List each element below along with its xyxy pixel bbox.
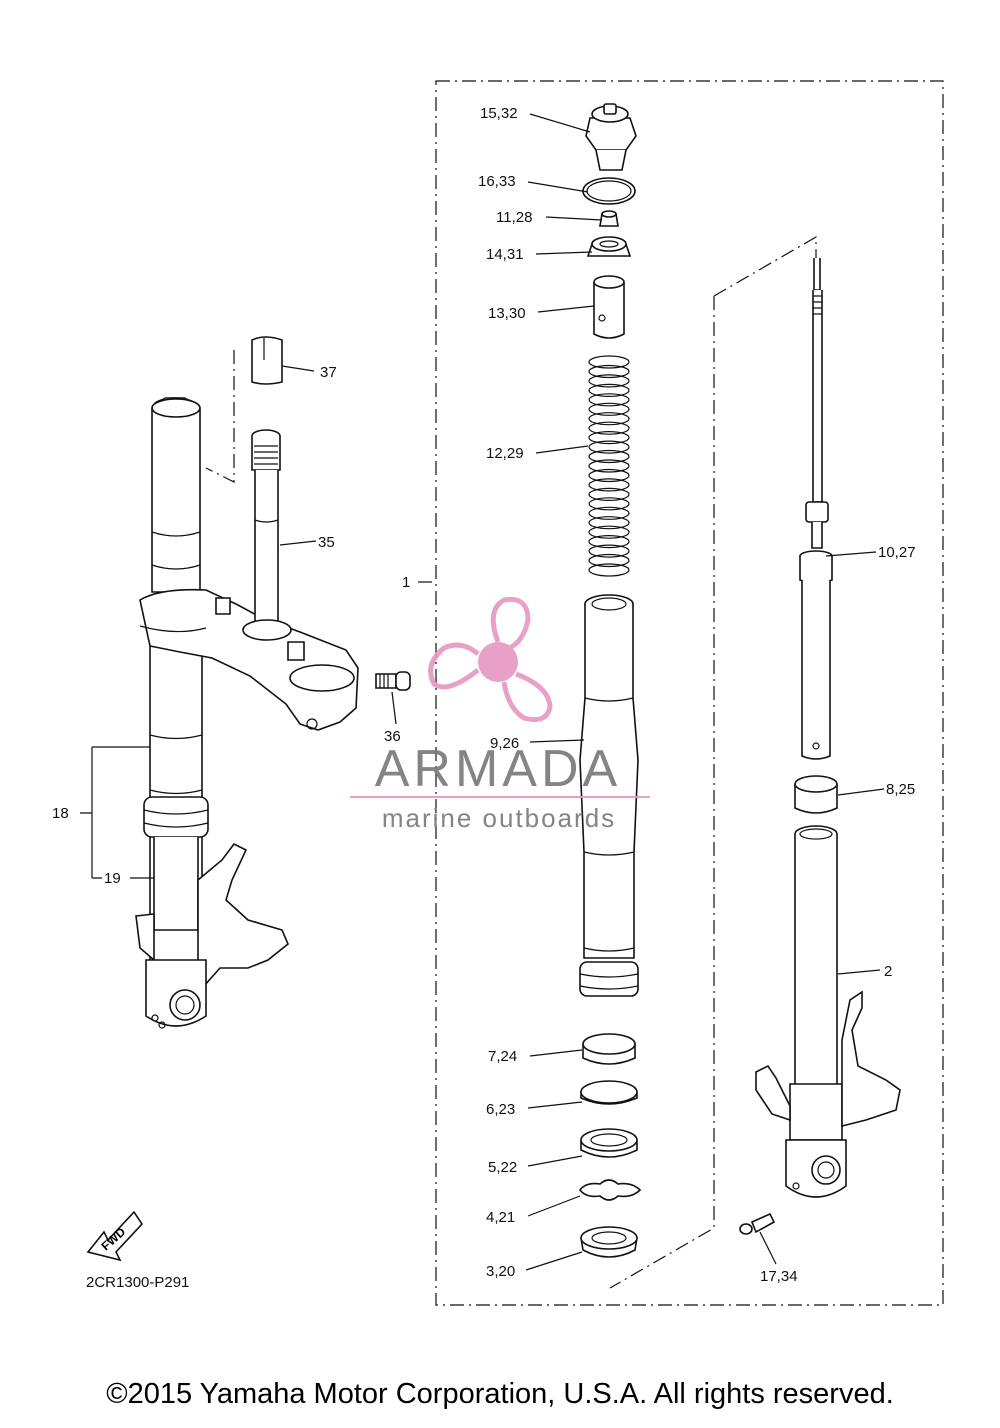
spring-coil <box>588 412 630 426</box>
dust-seal-3 <box>580 1226 638 1258</box>
bushing-7 <box>582 1033 636 1065</box>
spring-coil <box>588 506 630 520</box>
watermark-brand: ARMADA <box>375 740 621 798</box>
callout-18: 18 <box>52 805 69 822</box>
propeller-logo-icon <box>428 596 553 722</box>
callout-4-21: 4,21 <box>486 1209 515 1226</box>
callout-35: 35 <box>318 534 335 551</box>
bolt-17 <box>739 1212 776 1235</box>
cap-part-37 <box>251 336 283 385</box>
nut-11 <box>599 210 619 227</box>
spring-coil <box>588 393 630 407</box>
fwd-arrow: FWD <box>86 1210 144 1262</box>
fork-spring-12 <box>588 355 630 577</box>
armada-watermark: ARMADA marine outboards <box>350 596 650 833</box>
spring-coil <box>588 468 630 483</box>
spring-coil <box>588 553 630 568</box>
bolt-part-36 <box>375 671 411 691</box>
steering-stem <box>242 429 292 641</box>
o-ring-16-inner <box>586 180 632 202</box>
callout-37: 37 <box>320 364 337 381</box>
callout-13-30: 13,30 <box>488 305 526 322</box>
spring-coil <box>588 487 630 501</box>
spring-coil <box>588 478 630 492</box>
washer-14 <box>586 236 632 257</box>
spring-coil <box>588 497 630 511</box>
callout-6-23: 6,23 <box>486 1101 515 1118</box>
spring-coil <box>588 459 630 473</box>
inner-tube-9 <box>579 594 639 997</box>
callout-17-34: 17,34 <box>760 1268 798 1285</box>
callout-8-25: 8,25 <box>886 781 915 798</box>
leader-lines <box>80 113 885 1271</box>
callout-10-27: 10,27 <box>878 544 916 561</box>
callout-7-24: 7,24 <box>488 1048 517 1065</box>
spring-coil <box>588 421 630 435</box>
outer-tube-2 <box>755 825 901 1198</box>
callout-labels: 15,32 16,33 11,28 14,31 13,30 12,29 9,26… <box>52 105 916 1285</box>
callout-15-32: 15,32 <box>480 105 518 122</box>
spring-coil <box>588 383 630 397</box>
callout-1: 1 <box>402 574 410 591</box>
slide-bushing-8 <box>794 775 838 814</box>
cap-link-line <box>205 350 235 483</box>
assembly-boundary <box>435 80 944 1306</box>
callout-12-29: 12,29 <box>486 445 524 462</box>
cap-bolt-15 <box>585 103 637 171</box>
spring-coil <box>588 534 630 549</box>
spring-coil <box>588 440 630 454</box>
callout-3-20: 3,20 <box>486 1263 515 1280</box>
damper-rod-10 <box>799 258 833 760</box>
spring-coil <box>588 364 630 379</box>
spring-coil <box>588 449 630 464</box>
callout-11-28: 11,28 <box>496 209 532 226</box>
diagram-code: 2CR1300-P291 <box>86 1274 189 1291</box>
under-bracket <box>139 588 359 731</box>
callout-2: 2 <box>884 963 892 980</box>
spring-coil <box>588 525 630 539</box>
oil-seal-5 <box>580 1128 638 1158</box>
callout-9-26: 9,26 <box>490 735 519 752</box>
spring-coil <box>588 374 630 388</box>
clip-4 <box>578 1179 642 1201</box>
spring-coil <box>588 431 630 445</box>
spring-coil <box>588 563 630 577</box>
watermark-rule <box>350 796 650 798</box>
assembled-fork-leg <box>135 397 289 1029</box>
callout-19: 19 <box>104 870 121 887</box>
callout-5-22: 5,22 <box>488 1159 517 1176</box>
spacer-13 <box>593 275 625 339</box>
callout-14-31: 14,31 <box>486 246 524 263</box>
spring-coil <box>588 402 630 416</box>
spring-coil <box>588 355 630 369</box>
washer-6 <box>580 1080 638 1105</box>
copyright-footer: ©2015 Yamaha Motor Corporation, U.S.A. A… <box>106 1378 894 1410</box>
rod-link-line <box>713 235 817 297</box>
o-ring-16 <box>582 177 636 205</box>
callout-36: 36 <box>384 728 401 745</box>
watermark-tagline: marine outboards <box>382 803 616 833</box>
spring-coil <box>588 544 630 558</box>
callout-16-33: 16,33 <box>478 173 516 190</box>
spring-coil <box>588 516 630 530</box>
